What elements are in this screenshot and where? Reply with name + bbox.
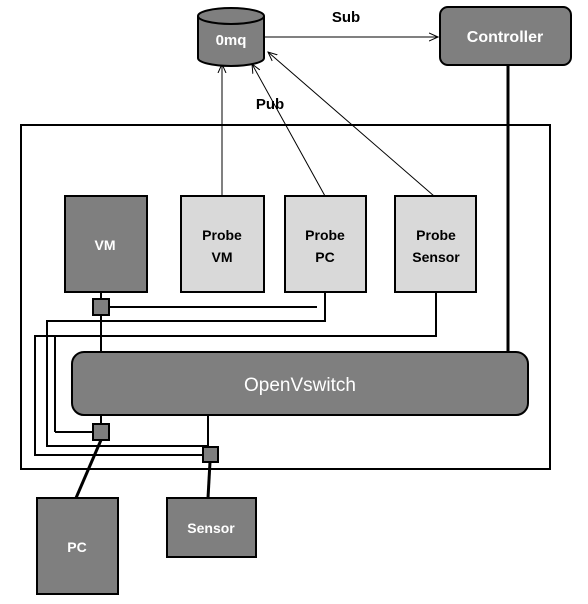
sensor-port-to-sensor [206, 461, 212, 499]
probe-vm-node: Probe VM [180, 195, 265, 293]
probe-vm-label-line1: Probe [202, 227, 242, 243]
probe-pc-box [284, 195, 367, 293]
controller-label: Controller [467, 29, 543, 46]
pub-arrow-probe-pc [252, 64, 326, 197]
zmq-node: 0mq [197, 7, 265, 67]
sensor-box [166, 497, 257, 558]
probe-pc-label-line2: PC [315, 249, 334, 265]
probe-vm-box [180, 195, 265, 293]
pc-box [36, 497, 119, 595]
probe-pc-node: Probe PC [284, 195, 367, 293]
probe-sensor-label-line2: Sensor [412, 249, 460, 265]
pc-label: PC [67, 539, 86, 555]
sensor-node: Sensor [166, 497, 257, 558]
sub-label: Sub [332, 9, 360, 26]
probe-sensor-node: Probe Sensor [394, 195, 477, 293]
pc-node: PC [36, 497, 119, 595]
vm-box [64, 195, 148, 293]
probe-sensor-route [34, 292, 437, 456]
vm-node: VM [64, 195, 148, 293]
controller-box [439, 6, 572, 66]
sensor-label: Sensor [187, 520, 235, 536]
pub-arrow-probe-sensor [268, 52, 435, 197]
probe-sensor-label-line1: Probe [416, 227, 456, 243]
zmq-cylinder-top [197, 7, 265, 25]
controller-node: Controller [439, 6, 572, 66]
zmq-cylinder-body [197, 16, 265, 67]
pub-label: Pub [256, 96, 284, 113]
vm-port [92, 298, 110, 316]
probe-vm-label-line2: VM [212, 249, 233, 265]
openvswitch-node: OpenVswitch [71, 351, 529, 416]
zmq-label: 0mq [216, 32, 247, 49]
openvswitch-label: OpenVswitch [244, 375, 356, 396]
probe-pc-label-line1: Probe [305, 227, 345, 243]
probe-sensor-box [394, 195, 477, 293]
vm-label: VM [95, 237, 116, 253]
openvswitch-box [71, 351, 529, 416]
pc-port [92, 423, 110, 441]
pc-port-to-pc [74, 439, 103, 499]
pubsub-arrows [222, 37, 438, 197]
sensor-port [202, 446, 219, 463]
